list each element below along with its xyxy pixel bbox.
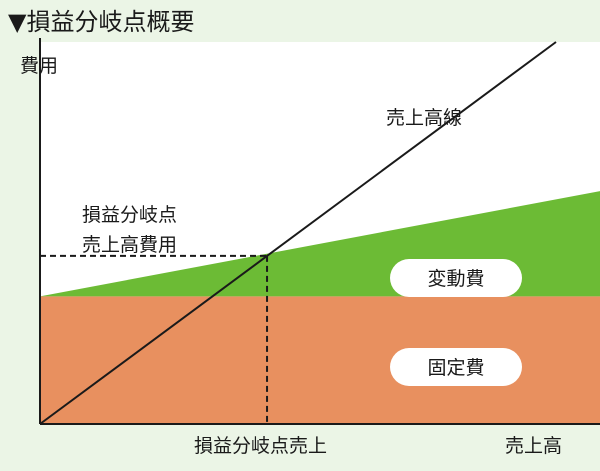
- break-even-sales-label: 損益分岐点売上: [194, 435, 327, 457]
- chart-title: ▼損益分岐点概要: [8, 8, 194, 36]
- sales-line: [39, 41, 557, 425]
- variable-cost-label: 変動費: [427, 268, 484, 290]
- x-axis-label: 売上高: [505, 435, 562, 457]
- fixed-cost-badge: [390, 348, 522, 386]
- break-even-label-line-1: 損益分岐点: [82, 204, 177, 226]
- variable-cost-badge: [390, 259, 522, 297]
- fixed-cost-label: 固定費: [427, 357, 484, 379]
- break-even-label-line-2: 売上高費用: [82, 234, 177, 256]
- sales-line-label: 売上高線: [386, 107, 462, 129]
- fixed-cost-area: [40, 296, 600, 424]
- y-axis-label: 費用: [20, 55, 58, 77]
